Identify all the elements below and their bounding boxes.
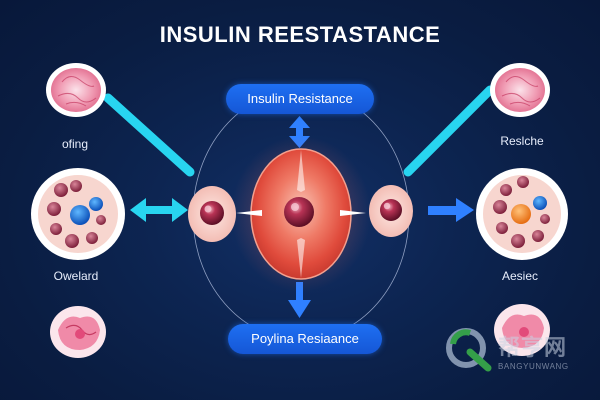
right-pointer [340, 210, 366, 216]
right-mid-label: Aesiec [501, 269, 539, 283]
left-diagonal-arrow [103, 93, 195, 177]
center-nucleus-shine [291, 203, 299, 211]
watermark-text: 帮亨网 [498, 336, 568, 361]
right-diagonal-arrow [403, 85, 495, 177]
watermark-subtext: BANGYUNWANG [498, 362, 569, 371]
center-nucleus [284, 197, 314, 227]
left-big-cell [31, 168, 125, 260]
left-small-cell [188, 186, 236, 242]
right-top-label: Reslche [500, 134, 544, 148]
watermark-logo [446, 328, 492, 372]
top-right-tissue [490, 63, 550, 117]
diagram-title: INSULIN REESTASTANCE [159, 22, 441, 47]
left-pointer [236, 210, 262, 216]
left-top-label: ofing [61, 137, 89, 151]
left-mid-label: Owelard [53, 269, 99, 283]
right-arrow [428, 198, 474, 222]
bottom-pill-label: Poylina Resiaance [228, 324, 382, 354]
center-highlight-bottom [297, 238, 305, 278]
bottom-vertical-arrow [288, 282, 311, 318]
bottom-left-tissue [50, 306, 106, 358]
bottom-right-tissue [494, 304, 550, 356]
top-pill-label: Insulin Resistance [226, 84, 374, 114]
right-big-cell [476, 168, 568, 260]
center-highlight-top [297, 150, 305, 192]
top-left-tissue [46, 63, 106, 117]
left-double-arrow [130, 198, 188, 222]
right-small-cell [369, 185, 413, 237]
